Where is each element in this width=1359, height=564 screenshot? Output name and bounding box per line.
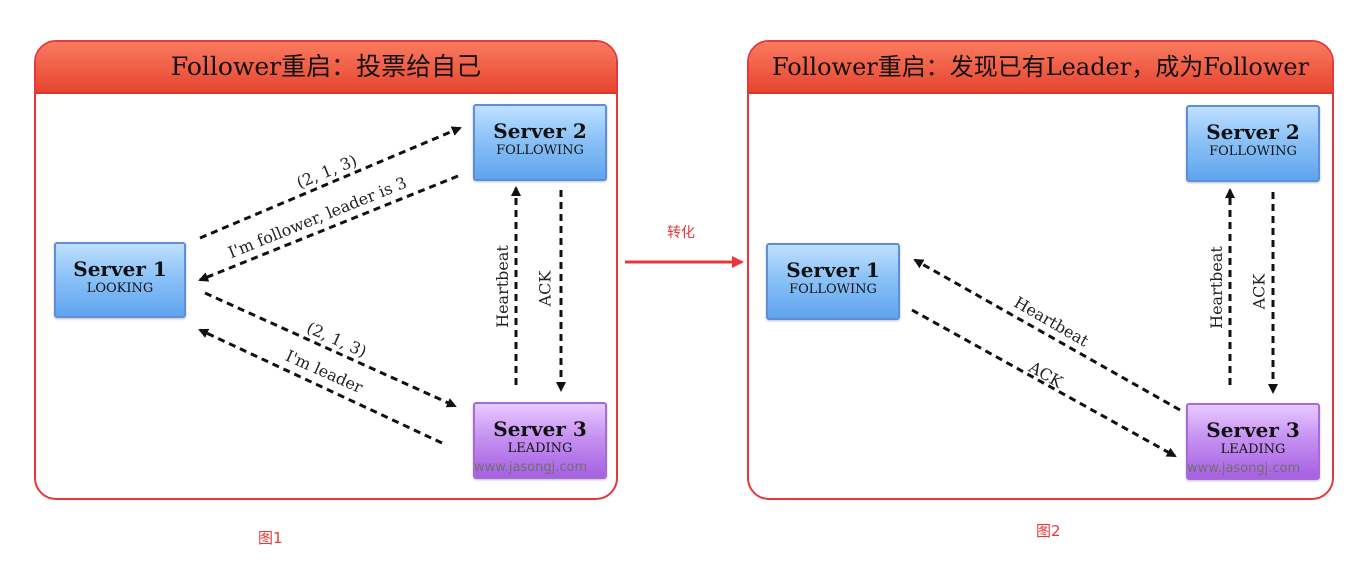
f2-server1-box: Server 1 FOLLOWING	[766, 243, 900, 320]
figure1-title: Follower重启：投票给自己	[36, 42, 616, 94]
f2-server3-box: Server 3 LEADING	[1186, 403, 1320, 480]
f1-server1-state: LOOKING	[86, 281, 154, 296]
f2-server1-state: FOLLOWING	[789, 282, 877, 297]
arrow-s2-to-s1-reply	[198, 174, 459, 282]
arrow-f2-heartbeat-to-s1	[913, 258, 1181, 412]
f1-watermark: www.jasongj.com	[474, 460, 588, 475]
f2-label-heartbeat-s2: Heartbeat	[1206, 246, 1226, 329]
arrow-s1-to-s3-vote	[204, 291, 457, 408]
f1-server3-box: Server 3 LEADING	[473, 402, 607, 479]
f2-server3-name: Server 3	[1206, 418, 1300, 442]
figure1-caption: 图1	[258, 529, 283, 547]
arrow-s3-to-s1-reply	[198, 328, 443, 445]
f2-server2-name: Server 2	[1206, 120, 1300, 144]
f2-server2-box: Server 2 FOLLOWING	[1186, 105, 1320, 182]
f1-server2-box: Server 2 FOLLOWING	[473, 104, 607, 181]
f1-server3-state: LEADING	[507, 441, 573, 456]
f2-label-ack-s2: ACK	[1249, 273, 1269, 310]
f1-server1-box: Server 1 LOOKING	[54, 242, 186, 318]
f1-server2-state: FOLLOWING	[496, 143, 584, 158]
f1-server2-name: Server 2	[493, 119, 587, 143]
f2-server2-state: FOLLOWING	[1209, 144, 1297, 159]
f1-server1-name: Server 1	[73, 257, 167, 281]
f1-label-heartbeat: Heartbeat	[492, 245, 512, 328]
transition-label: 转化	[667, 225, 695, 241]
f2-server3-state: LEADING	[1220, 442, 1286, 457]
f2-watermark: www.jasongj.com	[1187, 461, 1301, 476]
figure2-caption: 图2	[1036, 522, 1061, 540]
f1-label-ack: ACK	[535, 270, 555, 307]
arrow-f2-ack-to-s3	[911, 308, 1177, 458]
figure2-title: Follower重启：发现已有Leader，成为Follower	[749, 42, 1332, 94]
f2-server1-name: Server 1	[786, 258, 880, 282]
f1-server3-name: Server 3	[493, 417, 587, 441]
